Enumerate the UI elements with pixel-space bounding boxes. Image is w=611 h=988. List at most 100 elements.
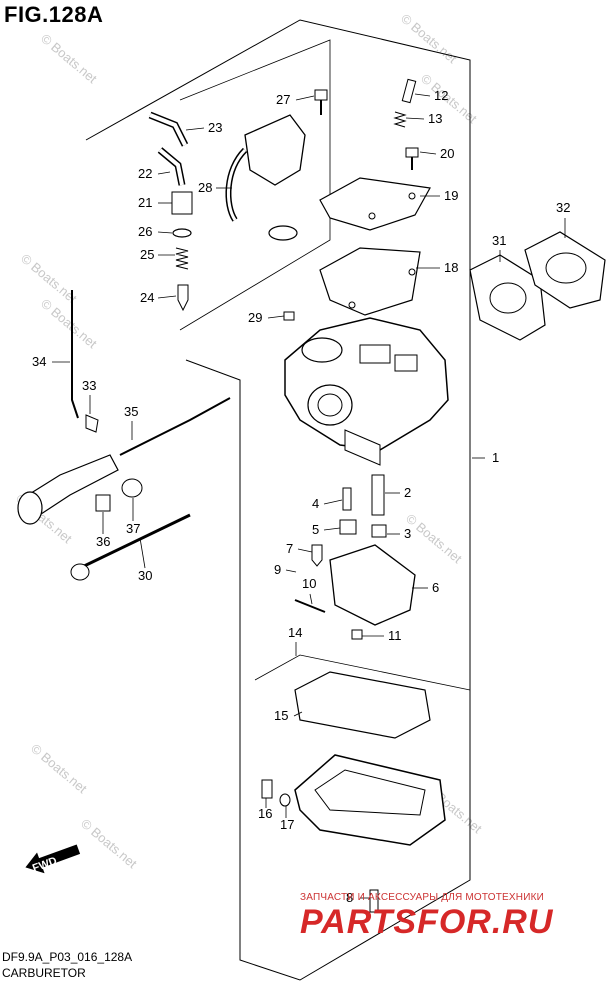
callout-number: 25 xyxy=(140,247,154,262)
nut-36 xyxy=(95,494,111,512)
callout-leader xyxy=(414,93,431,97)
callout-33: 33 xyxy=(82,378,96,414)
callout-19: 19 xyxy=(420,188,458,203)
callout-4: 4 xyxy=(312,496,343,511)
drain-screw-16 xyxy=(261,779,273,799)
callout-10: 10 xyxy=(302,576,316,605)
callout-number: 26 xyxy=(138,224,152,239)
callout-number: 13 xyxy=(428,111,442,126)
assembly-frame xyxy=(85,19,471,981)
watermark-boats: © Boats.net xyxy=(28,741,90,797)
callout-number: 31 xyxy=(492,233,506,248)
callout-number: 10 xyxy=(302,576,316,591)
upper-subframe xyxy=(179,39,331,331)
callout-layer: 1234567891011121314151617181920212223242… xyxy=(32,88,570,905)
callout-number: 28 xyxy=(198,180,212,195)
jet-3 xyxy=(371,524,387,538)
valve-7 xyxy=(311,544,323,567)
fwd-arrow-icon xyxy=(25,844,81,874)
spring-13 xyxy=(393,111,407,128)
callout-number: 4 xyxy=(312,496,319,511)
callout-leader xyxy=(297,548,313,553)
callout-number: 18 xyxy=(444,260,458,275)
callout-number: 34 xyxy=(32,354,46,369)
spring-25 xyxy=(175,247,189,270)
callout-18: 18 xyxy=(416,260,458,275)
callout-number: 1 xyxy=(492,450,499,465)
callout-36: 36 xyxy=(96,512,110,549)
callout-16: 16 xyxy=(258,798,272,821)
callout-25: 25 xyxy=(140,247,175,262)
callout-leader xyxy=(293,711,303,717)
callout-7: 7 xyxy=(286,541,313,556)
callout-37: 37 xyxy=(126,498,140,536)
callout-9: 9 xyxy=(274,562,297,577)
callout-22: 22 xyxy=(138,166,171,181)
callout-number: 5 xyxy=(312,522,319,537)
callout-number: 8 xyxy=(346,890,353,905)
bolt-30 xyxy=(79,513,191,570)
callout-14: 14 xyxy=(288,625,302,656)
pin-10 xyxy=(294,599,326,613)
figure-title: FIG.128A xyxy=(4,2,104,27)
callout-5: 5 xyxy=(312,522,341,537)
callout-23: 23 xyxy=(185,120,222,135)
clip-33 xyxy=(85,414,99,433)
fitting-21 xyxy=(171,191,193,215)
watermark-boats: © Boats.net xyxy=(78,816,140,872)
callout-number: 35 xyxy=(124,404,138,419)
needle-24 xyxy=(177,284,189,312)
washer-17 xyxy=(279,793,291,807)
callout-number: 14 xyxy=(288,625,302,640)
callout-leader xyxy=(157,231,173,234)
callout-leader xyxy=(295,95,315,101)
gasket-18 xyxy=(319,247,421,316)
callout-number: 7 xyxy=(286,541,293,556)
callout-number: 22 xyxy=(138,166,152,181)
rod-34 xyxy=(71,290,79,419)
callout-34: 34 xyxy=(32,354,70,369)
callout-6: 6 xyxy=(412,580,439,595)
figure-code: DF9.9A_P03_016_128A xyxy=(2,950,133,964)
screw-12 xyxy=(401,78,417,104)
oring-26 xyxy=(172,228,192,238)
jet-5 xyxy=(339,519,357,535)
jet-4 xyxy=(342,487,352,511)
callout-2: 2 xyxy=(385,485,411,500)
callout-30: 30 xyxy=(138,537,152,583)
callout-15: 15 xyxy=(274,708,303,723)
callout-number: 32 xyxy=(556,200,570,215)
hose-23 xyxy=(148,111,189,147)
gasket-15 xyxy=(294,671,431,739)
watermark-boats: © Boats.net xyxy=(38,31,100,87)
callout-11: 11 xyxy=(362,628,402,643)
callout-leader xyxy=(405,117,425,120)
screw-20 xyxy=(405,147,419,158)
callout-number: 16 xyxy=(258,806,272,821)
callout-leader xyxy=(157,295,177,299)
cover-plate xyxy=(319,177,431,231)
jet-2 xyxy=(371,474,385,516)
watermark-boats: © Boats.net xyxy=(403,511,465,567)
callout-number: 29 xyxy=(248,310,262,325)
figure-name: CARBURETOR xyxy=(2,966,86,980)
callout-leader xyxy=(285,569,297,573)
callout-number: 2 xyxy=(404,485,411,500)
callout-leader xyxy=(419,151,437,155)
callout-3: 3 xyxy=(387,526,411,541)
callout-1: 1 xyxy=(472,450,499,465)
callout-28: 28 xyxy=(198,180,232,195)
callout-26: 26 xyxy=(138,224,173,239)
callout-leader xyxy=(309,593,313,605)
callout-number: 36 xyxy=(96,534,110,549)
callout-13: 13 xyxy=(405,111,442,126)
callout-number: 23 xyxy=(208,120,222,135)
oring-28 xyxy=(268,225,298,241)
cable-35 xyxy=(119,397,231,456)
callout-17: 17 xyxy=(280,806,294,832)
carburetor-body xyxy=(284,317,449,451)
callout-leader xyxy=(323,499,343,505)
watermark-boats: © Boats.net xyxy=(398,11,460,67)
